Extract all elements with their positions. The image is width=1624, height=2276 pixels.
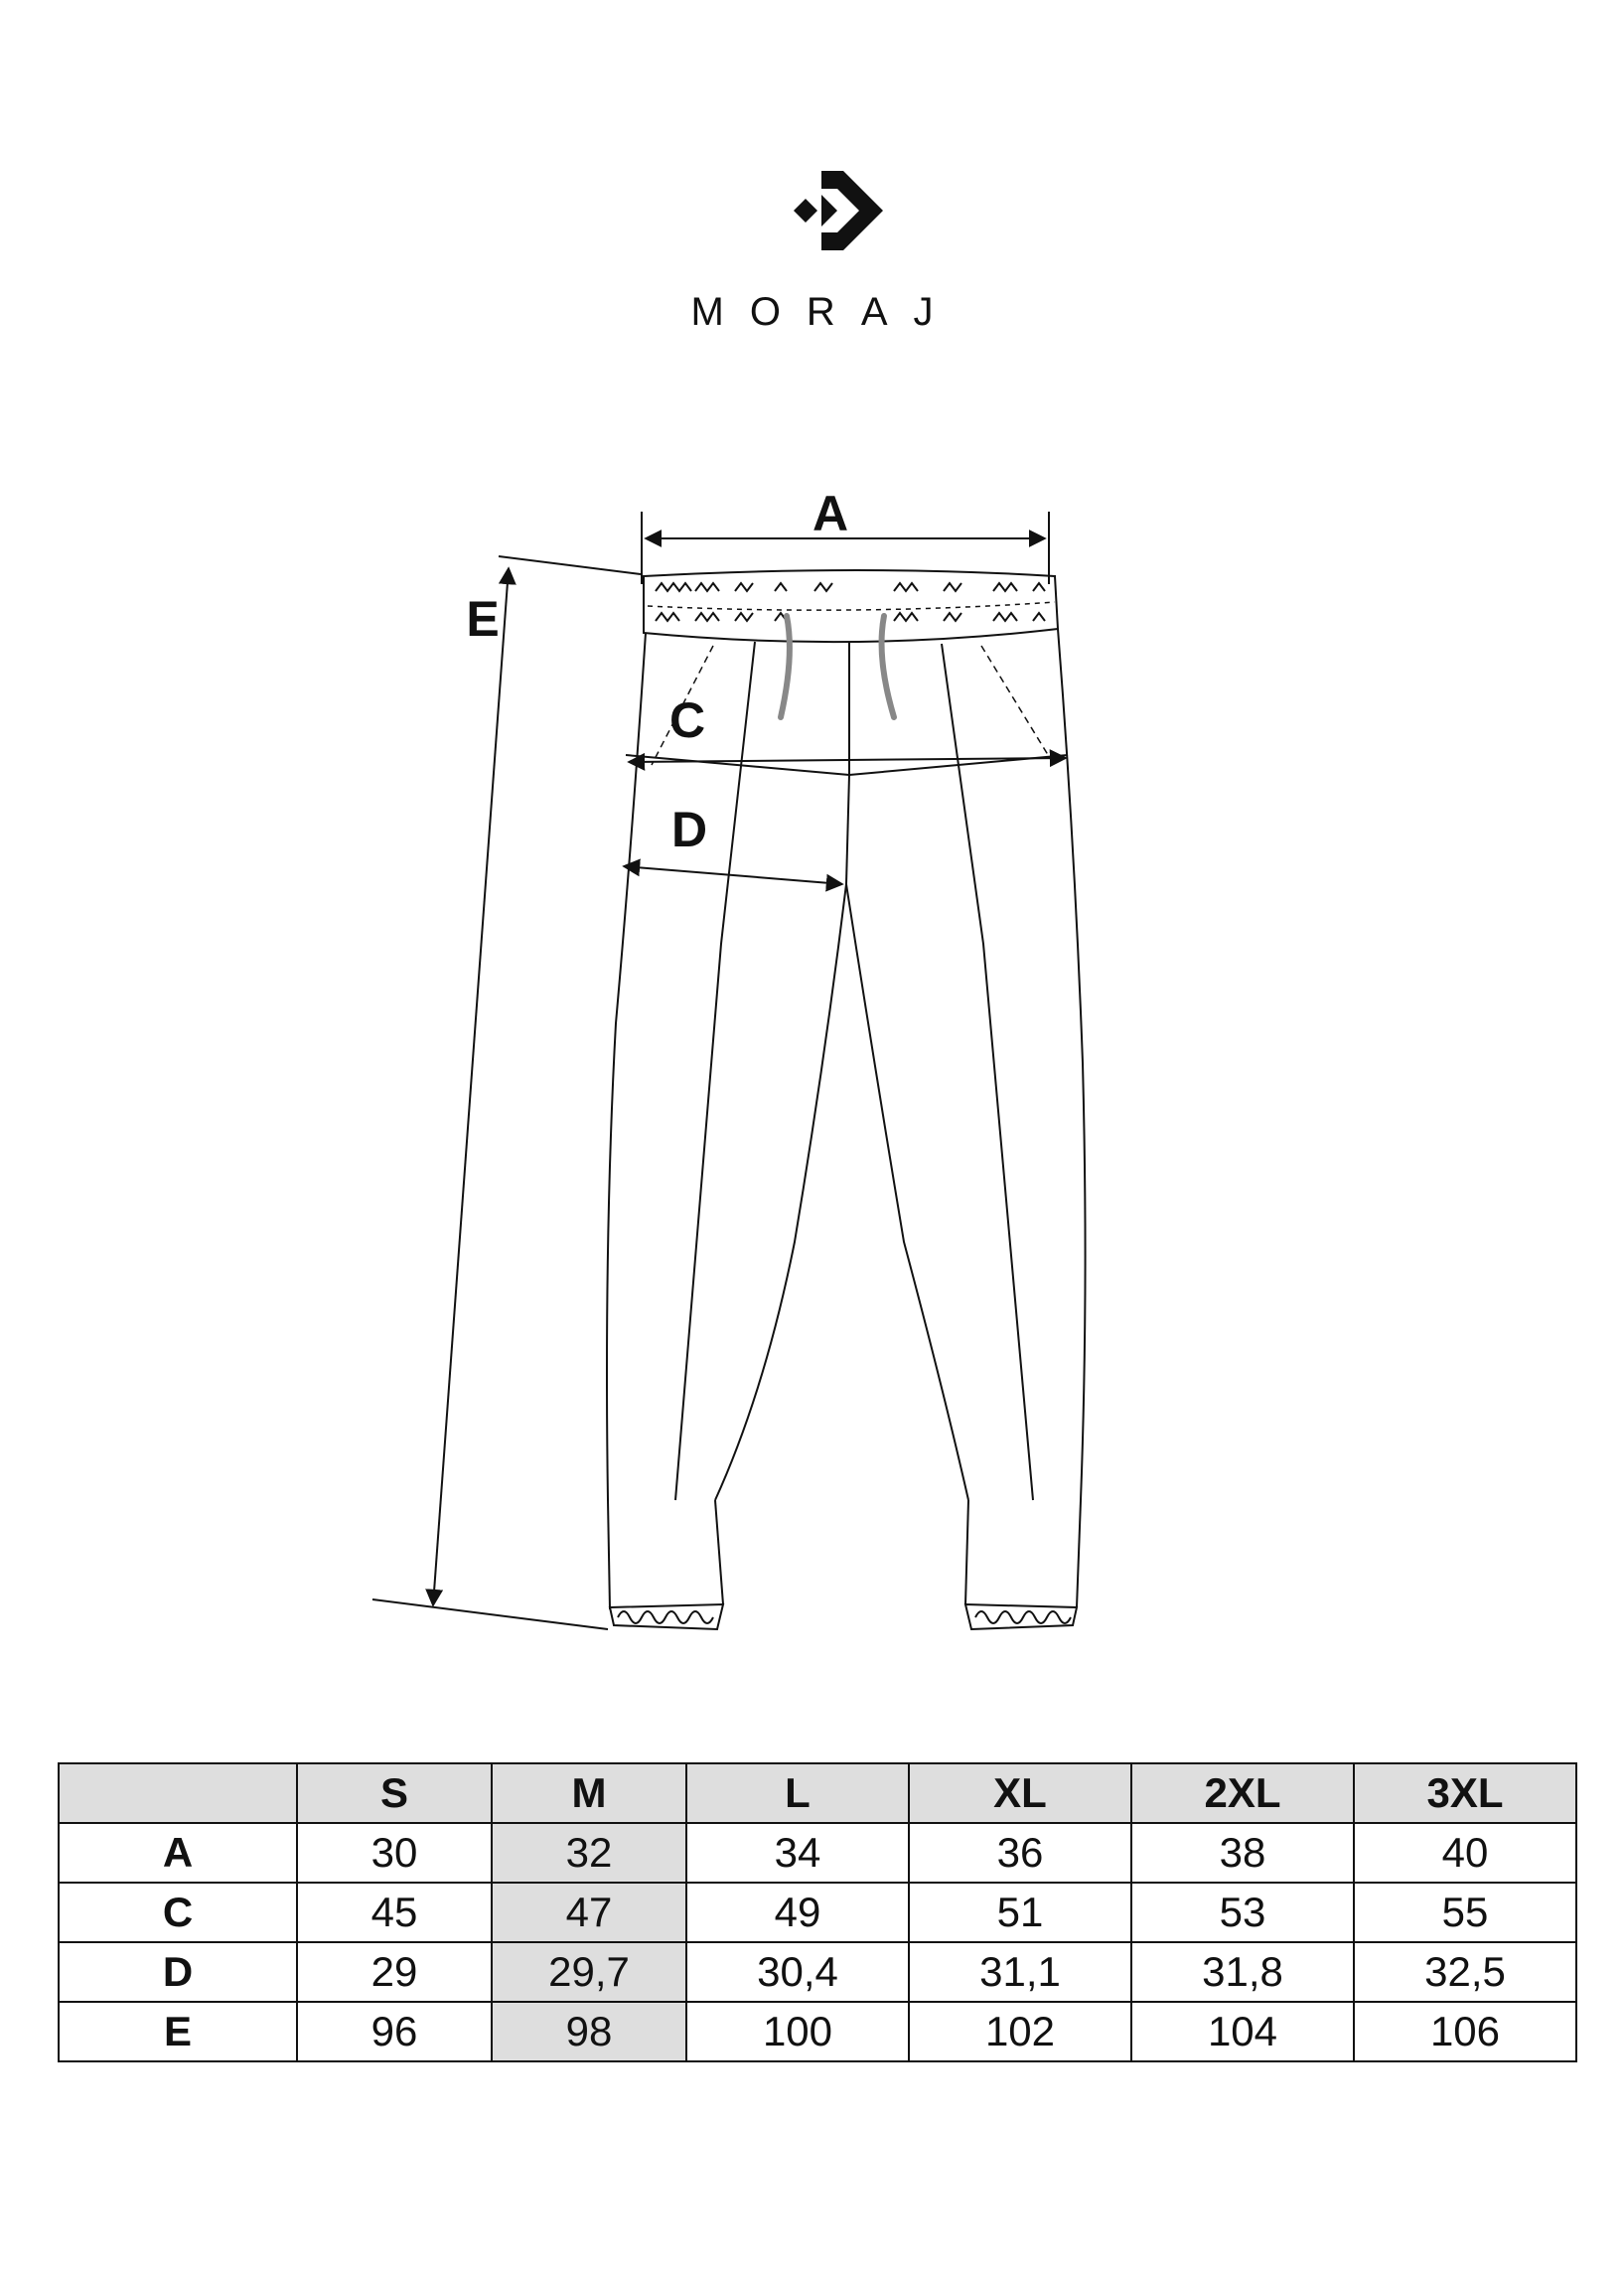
table-cell: 29: [296, 1941, 493, 2003]
row-label: D: [58, 1941, 298, 2003]
table-row-a: A 30 32 34 36 38 40: [58, 1822, 1577, 1884]
table-cell: 100: [685, 2001, 910, 2062]
size-header-2xl: 2XL: [1130, 1762, 1355, 1824]
label-d: D: [671, 802, 707, 857]
table-cell: 31,1: [908, 1941, 1132, 2003]
drawstrings: [778, 613, 897, 720]
size-chart-table: S M L XL 2XL 3XL A 30 32 34 36 38 40 C 4…: [58, 1762, 1577, 2062]
label-c: C: [669, 692, 705, 748]
table-cell: 38: [1130, 1822, 1355, 1884]
size-header-xl: XL: [908, 1762, 1132, 1824]
waistband: [643, 569, 1060, 644]
moraj-diamond-arrow-icon: [794, 171, 883, 250]
size-header-m: M: [491, 1762, 687, 1824]
table-cell-highlighted: 98: [491, 2001, 687, 2062]
brand-wordmark: MORAJ: [690, 290, 960, 334]
label-a: A: [812, 486, 848, 541]
table-cell: 51: [908, 1882, 1132, 1943]
table-cell: 30,4: [685, 1941, 910, 2003]
table-cell: 34: [685, 1822, 910, 1884]
measure-e: [371, 555, 642, 1630]
table-row-c: C 45 47 49 51 53 55: [58, 1882, 1577, 1943]
table-cell: 96: [296, 2001, 493, 2062]
measure-a: [641, 512, 1050, 584]
table-cell-highlighted: 29,7: [491, 1941, 687, 2003]
table-cell: 36: [908, 1822, 1132, 1884]
pants-outline: [606, 628, 1087, 1610]
pants-drawing: A C D E: [371, 486, 1087, 1631]
table-cell: 31,8: [1130, 1941, 1355, 2003]
table-cell: 53: [1130, 1882, 1355, 1943]
size-header-row: S M L XL 2XL 3XL: [58, 1762, 1577, 1824]
leg-cuffs: [608, 1602, 1079, 1631]
pants-measurement-diagram: A C D E: [0, 447, 1624, 1699]
table-corner-cell: [58, 1762, 298, 1824]
brand-logo: MORAJ: [0, 149, 1624, 348]
table-cell: 104: [1130, 2001, 1355, 2062]
measure-c: [627, 749, 1068, 771]
size-header-l: L: [685, 1762, 910, 1824]
table-cell: 40: [1353, 1822, 1577, 1884]
table-cell: 102: [908, 2001, 1132, 2062]
table-row-d: D 29 29,7 30,4 31,1 31,8 32,5: [58, 1941, 1577, 2003]
row-label: A: [58, 1822, 298, 1884]
table-cell-highlighted: 47: [491, 1882, 687, 1943]
measure-d: [622, 858, 844, 892]
size-header-3xl: 3XL: [1353, 1762, 1577, 1824]
table-cell: 32,5: [1353, 1941, 1577, 2003]
row-label: C: [58, 1882, 298, 1943]
table-cell: 30: [296, 1822, 493, 1884]
table-cell: 45: [296, 1882, 493, 1943]
row-label: E: [58, 2001, 298, 2062]
label-e: E: [466, 591, 499, 647]
size-header-s: S: [296, 1762, 493, 1824]
table-cell: 106: [1353, 2001, 1577, 2062]
table-cell-highlighted: 32: [491, 1822, 687, 1884]
table-cell: 49: [685, 1882, 910, 1943]
table-row-e: E 96 98 100 102 104 106: [58, 2001, 1577, 2062]
table-cell: 55: [1353, 1882, 1577, 1943]
